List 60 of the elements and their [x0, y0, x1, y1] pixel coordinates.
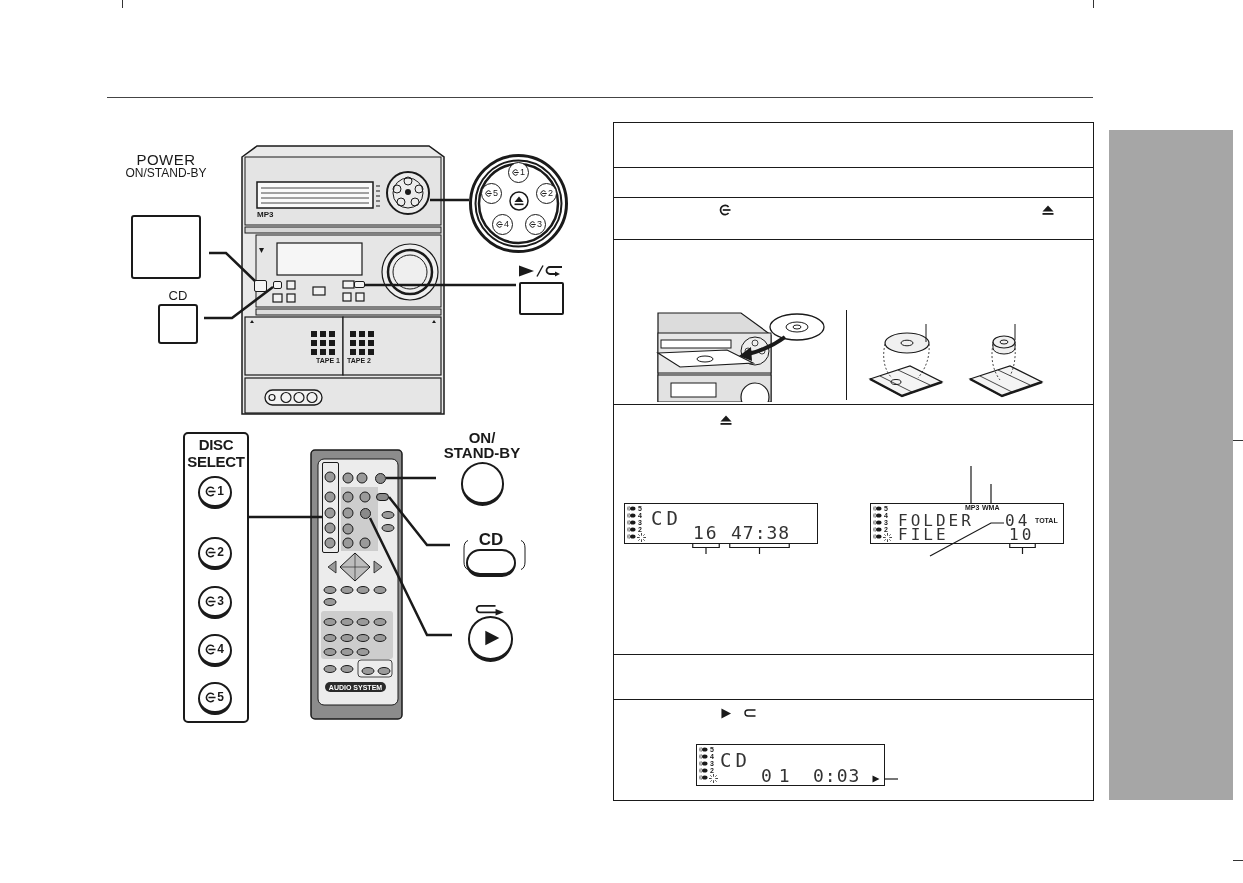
leader-line [209, 251, 256, 282]
front-panel-button [354, 281, 365, 288]
button-label: ON/ STAND-BY [442, 430, 522, 460]
disc-button [536, 183, 557, 204]
disc-number: 2 [217, 546, 224, 558]
group-title: DISC SELECT [186, 436, 246, 470]
leader-line [929, 522, 1005, 557]
disc-number: 2 [548, 189, 553, 198]
leader-line [990, 483, 992, 504]
leader-line [365, 283, 516, 287]
lcd-display [696, 744, 885, 786]
front-panel-button [273, 281, 282, 289]
lcd-readout: 0:03 [813, 767, 861, 785]
disc-number: 1 [217, 485, 224, 497]
front-panel-button [254, 280, 267, 292]
side-tab [1109, 130, 1233, 800]
disc-button [197, 475, 232, 509]
disc-number: 1 [520, 168, 525, 177]
lcd-readout: FOLDER [898, 513, 974, 528]
leader-line [883, 778, 899, 780]
disc-number: 4 [217, 643, 224, 655]
disc-number: 5 [493, 189, 498, 198]
disc-button [197, 585, 232, 619]
lcd-readout: CD [651, 509, 682, 528]
leader-line [430, 198, 469, 202]
remote-button [376, 493, 389, 501]
disc-button [197, 536, 232, 570]
leader-line [249, 515, 322, 519]
disc-number: 3 [537, 220, 542, 229]
disc-button [197, 633, 232, 667]
button-label: ON/STAND-BY [125, 167, 207, 180]
disc-number: 5 [217, 691, 224, 703]
lcd-readout: FILE [898, 527, 949, 542]
disc-number: 3 [217, 595, 224, 607]
remote-button [360, 508, 371, 519]
remote-button [375, 473, 386, 484]
panel-text: MP3 [257, 211, 274, 219]
disc-button [197, 681, 232, 715]
disc-number: 4 [504, 220, 509, 229]
leader-line [204, 286, 274, 320]
disc-button [492, 214, 513, 235]
disc-button [481, 183, 502, 204]
leader-line [388, 496, 450, 547]
leader-line [970, 465, 972, 504]
button-label: CD [478, 531, 504, 549]
lcd-readout: 16 [693, 524, 719, 542]
lcd-display [870, 503, 1064, 544]
button-group-outline [322, 462, 339, 553]
leader-line [386, 476, 436, 480]
button-group-panel [183, 432, 249, 723]
disc-button [525, 214, 546, 235]
lcd-readout: 10 [1009, 527, 1035, 542]
lcd-readout: 01 [761, 767, 797, 785]
button-label: POWER [136, 152, 196, 167]
lcd-readout: 04 [1005, 513, 1031, 528]
lcd-readout: CD [720, 751, 751, 770]
button-label: CD [168, 289, 188, 303]
disc-button [508, 162, 529, 183]
lcd-readout: 47:38 [731, 524, 791, 542]
lcd-display [624, 503, 818, 544]
